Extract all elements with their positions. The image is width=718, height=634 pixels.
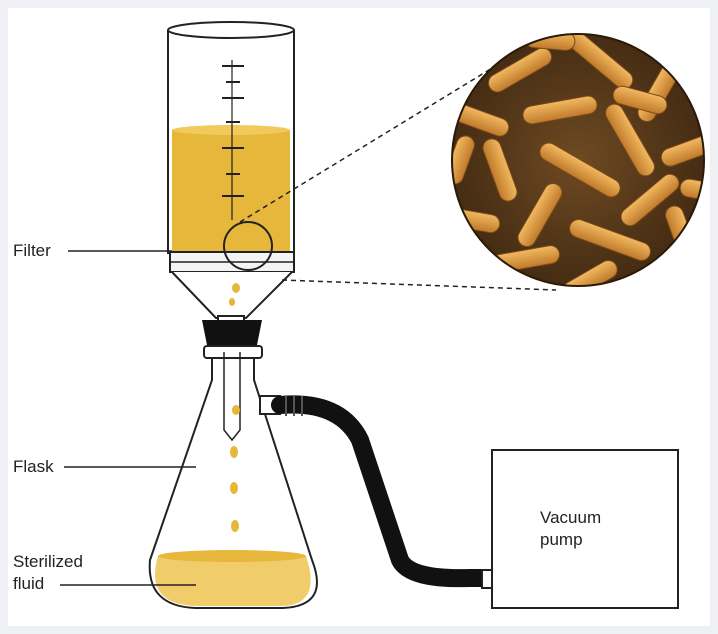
bacterium <box>569 219 651 261</box>
magnification-lines <box>239 61 557 291</box>
rubber-stopper <box>202 320 262 350</box>
funnel-fluid <box>172 130 290 254</box>
bacteria-magnified-view <box>451 33 705 287</box>
bacterium <box>487 47 553 93</box>
sterilized-fluid-level <box>154 556 311 606</box>
magnify-circle <box>223 221 273 271</box>
flask <box>148 320 318 609</box>
label-flask: Flask <box>13 457 54 476</box>
bacterium <box>562 260 618 286</box>
bacterium <box>612 85 668 115</box>
bacterium <box>522 95 598 125</box>
bacterium <box>482 138 518 202</box>
graduation-scale <box>222 60 244 220</box>
label-vacuum-pump: Vacuum pump <box>540 508 602 549</box>
bacterium <box>452 103 510 137</box>
bacterium <box>517 182 563 248</box>
bacteria-rods <box>452 34 704 286</box>
vacuum-pump-box <box>491 449 679 609</box>
label-filter: Filter <box>13 241 51 260</box>
bacterium <box>605 103 655 177</box>
label-sterilized-fluid: Sterilized fluid <box>13 552 83 593</box>
filter-funnel <box>167 21 295 337</box>
bacterium <box>539 142 621 198</box>
bacterium <box>620 173 680 227</box>
bacterium <box>660 133 704 167</box>
